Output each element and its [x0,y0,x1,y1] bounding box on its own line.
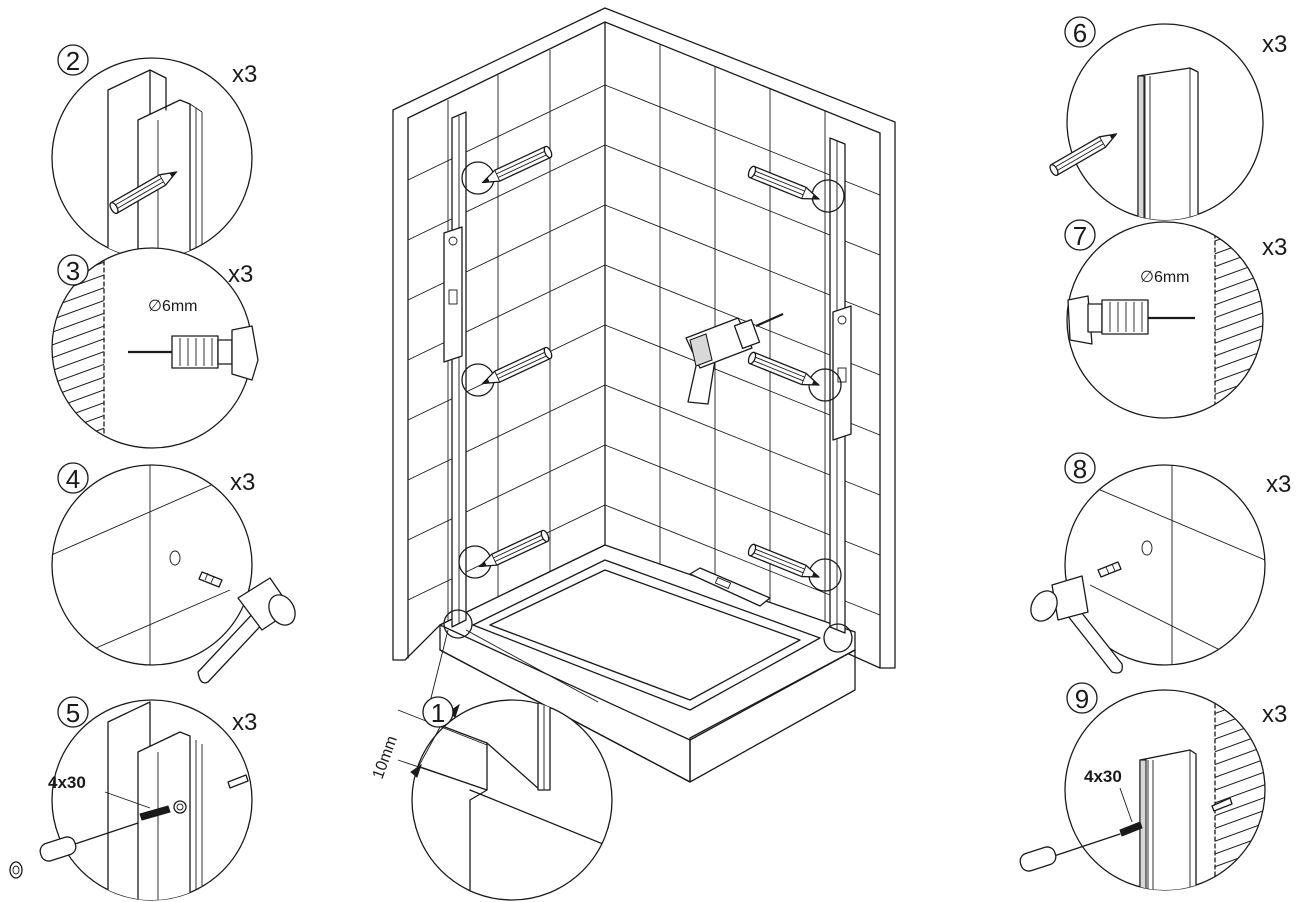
quantity-label: x3 [232,709,257,736]
step-6-detail: 6 x3 [1047,16,1287,221]
quantity-label: x3 [230,469,255,496]
step-4-detail: 4 x3 [51,462,296,684]
quantity-label: x3 [1262,234,1287,261]
hammer-icon [197,577,296,684]
screw-icon [1119,821,1143,837]
wall-plug-icon [198,571,223,588]
hammer-icon [1030,575,1123,674]
washer-icon [9,861,23,879]
step-number-2: 2 [66,46,80,76]
step-number-6: 6 [1073,18,1087,48]
step-7-detail: ∅6mm 7 x3 [1064,219,1287,419]
step-8-detail: 8 x3 [1030,452,1291,674]
wall-plug-icon [227,774,249,789]
screw-size-label: 4x30 [1084,767,1122,786]
wall-plug-icon [1211,797,1233,812]
quantity-label: x3 [228,261,253,288]
spirit-level-icon [443,226,463,363]
wall-plug-icon [1097,561,1122,578]
step-number-5: 5 [66,698,80,728]
screwdriver-icon [39,822,139,862]
drill-icon [1067,295,1195,345]
quantity-label: x3 [1262,31,1287,58]
quantity-label: x3 [1266,471,1291,498]
step-9-detail: 4x30 9 x3 [1019,682,1287,891]
quantity-label: x3 [232,61,257,88]
spirit-level-icon [832,305,852,441]
quantity-label: x3 [1262,701,1287,728]
step-number-8: 8 [1073,454,1087,484]
screwdriver-icon [1019,833,1121,872]
step-3-detail: ∅6mm 3 x3 [51,247,259,449]
drill-icon [128,325,259,381]
step-number-9: 9 [1075,684,1089,714]
gap-dimension-label: 10mm [370,734,401,782]
spirit-level-icon [689,567,771,607]
screw-size-label: 4x30 [48,773,86,792]
step-number-1: 1 [431,698,445,728]
step-number-3: 3 [66,256,80,286]
drill-bit-size: ∅6mm [1140,269,1190,286]
drill-icon [685,312,784,405]
step-5-detail: 4x30 5 x3 [9,696,257,901]
drill-bit-size: ∅6mm [148,298,198,315]
step-number-7: 7 [1073,221,1087,251]
step-number-4: 4 [66,464,80,494]
step-2-detail: 2 x3 [51,44,257,259]
shower-corner-scene [392,7,896,783]
screw-icon [139,800,187,821]
